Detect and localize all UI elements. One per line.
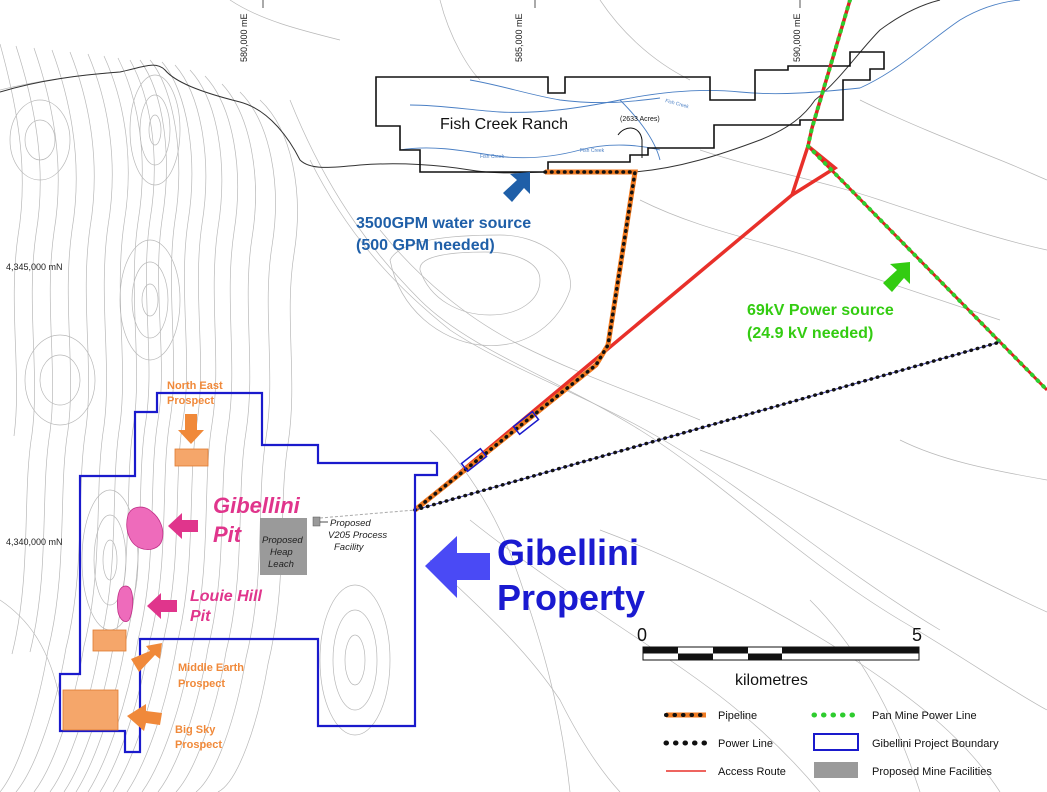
pipeline (413, 169, 638, 512)
big-sky-prospect-arrow-icon (127, 704, 162, 731)
scale-bar: 0 5 kilometres (637, 625, 922, 689)
scale-start-label: 0 (637, 625, 647, 645)
process-facility-label-2: V205 Process (328, 530, 387, 541)
fish-creek-ranch-boundary (375, 51, 885, 173)
scale-end-label: 5 (912, 625, 922, 645)
north-east-prospect-label-2: Prospect (167, 395, 214, 407)
ranch-creeks (399, 0, 1021, 161)
gibellini-property-label-1: Gibellini (497, 532, 639, 573)
grid-ticks (262, 0, 801, 8)
gibellini-project-boundary (58, 391, 439, 754)
grid-label-585000-east: 585,000 mE (514, 13, 524, 62)
power-source-label-1: 69kV Power source (747, 302, 894, 319)
gibellini-property-arrow-icon (425, 536, 490, 598)
power-source-label-2: (24.9 kV needed) (747, 325, 873, 342)
big-sky-prospect-label-2: Prospect (175, 739, 222, 751)
north-east-prospect-area (174, 448, 209, 467)
gibellini-pit-arrow-icon (168, 513, 198, 539)
louie-hill-pit-shape (116, 585, 134, 622)
legend: Pipeline Power Line Access Route Pan Min… (663, 710, 999, 778)
gibellini-pit-label-2: Pit (213, 522, 243, 547)
north-east-prospect-label-1: North East (167, 380, 223, 392)
power-line (413, 340, 1002, 512)
water-source-label-1: 3500GPM water source (356, 215, 531, 232)
legend-pipeline-label: Pipeline (718, 710, 757, 722)
gibellini-pit-shape (126, 506, 164, 550)
fish-creek-ranch-label: Fish Creek Ranch (440, 116, 568, 133)
grid-label-4340000-north: 4,340,000 mN (6, 537, 63, 547)
middle-earth-prospect-arrow-icon (131, 643, 162, 672)
fish-creek-label-3: Fish Creek (580, 148, 605, 154)
water-source-arrow-icon (503, 172, 530, 202)
process-facility-label-1: Proposed (330, 518, 371, 529)
heap-leach-facility (260, 518, 307, 575)
legend-project-boundary-label: Gibellini Project Boundary (872, 738, 999, 750)
legend-pan-mine-power-line-label: Pan Mine Power Line (872, 710, 977, 722)
legend-mine-facilities-label: Proposed Mine Facilities (872, 766, 992, 778)
heap-leach-label-2: Heap (270, 547, 293, 558)
big-sky-prospect-label-1: Big Sky (175, 724, 216, 736)
louie-hill-pit-label-1: Louie Hill (190, 588, 263, 605)
grid-label-580000-east: 580,000 mE (239, 13, 249, 62)
power-source-arrow-icon (883, 262, 910, 292)
fish-creek-drainage (0, 0, 941, 174)
pan-mine-power-line (805, 0, 1047, 392)
legend-access-route-label: Access Route (718, 766, 786, 778)
middle-earth-prospect-label-2: Prospect (178, 678, 225, 690)
process-facility-label-3: Facility (334, 542, 365, 553)
north-east-prospect-arrow-icon (178, 414, 204, 444)
middle-earth-prospect-label-1: Middle Earth (178, 662, 244, 674)
fish-creek-label-2: Fish Creek (480, 154, 505, 160)
gibellini-property-label-2: Property (497, 577, 645, 618)
louie-hill-pit-arrow-icon (147, 593, 177, 619)
middle-earth-prospect-area (92, 629, 127, 652)
grid-label-590000-east: 590,000 mE (792, 13, 802, 62)
heap-leach-label-1: Proposed (262, 535, 303, 546)
gibellini-pit-label-1: Gibellini (213, 493, 301, 518)
louie-hill-pit-label-2: Pit (190, 608, 211, 625)
heap-leach-label-3: Leach (268, 559, 294, 570)
route-facility-box-1 (460, 447, 488, 473)
route-facility-box-2 (512, 410, 540, 436)
fish-creek-label-1: Fish Creek (664, 98, 689, 110)
fish-creek-ranch-acres: (2633 Acres) (620, 116, 660, 123)
big-sky-prospect-area (62, 689, 119, 731)
water-source-label-2: (500 GPM needed) (356, 237, 495, 254)
scale-unit-label: kilometres (735, 672, 808, 689)
process-facility (312, 516, 321, 527)
legend-power-line-label: Power Line (718, 738, 773, 750)
access-spur (319, 509, 416, 519)
grid-label-4345000-north: 4,345,000 mN (6, 262, 63, 272)
